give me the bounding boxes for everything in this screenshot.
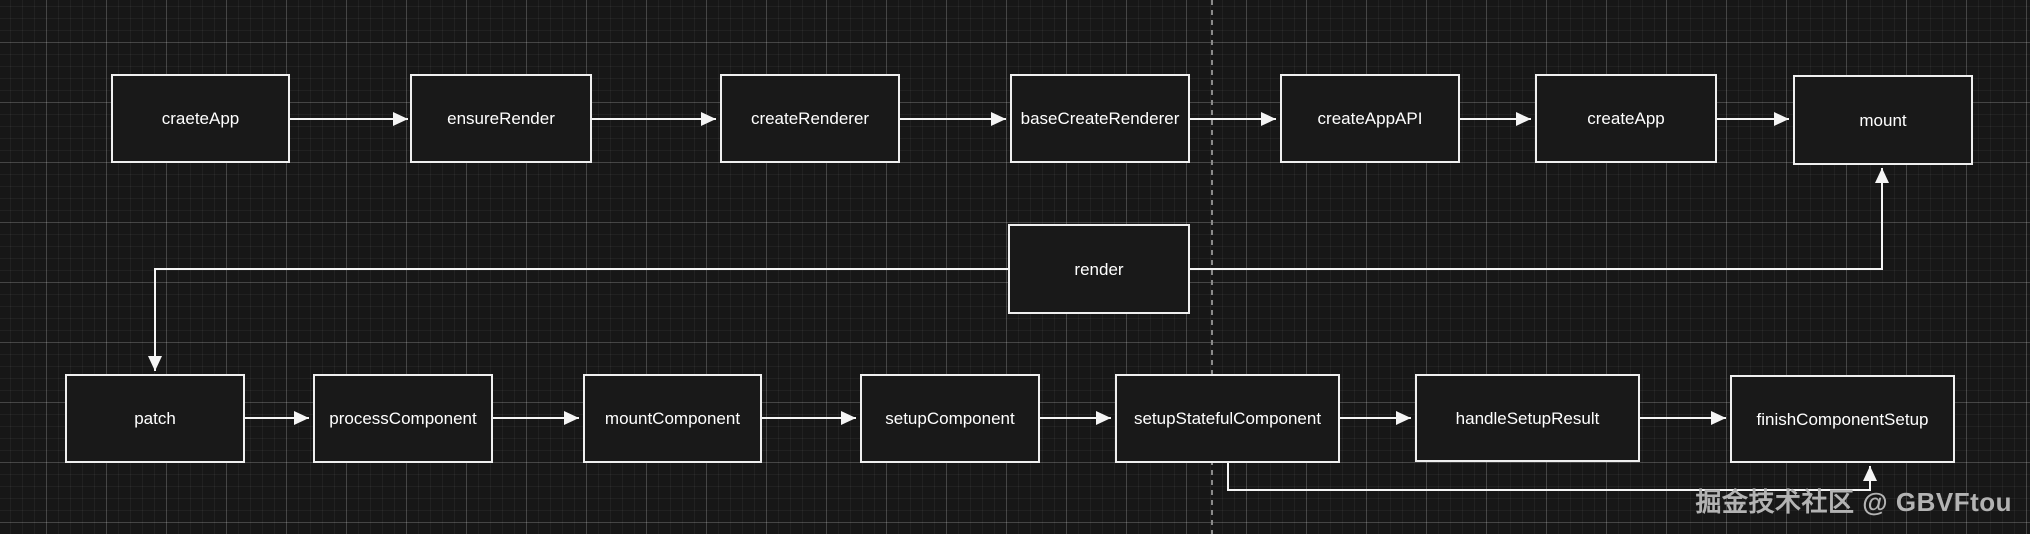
node-createrenderer: createRenderer [720,74,900,163]
node-processcomponent: processComponent [313,374,493,463]
node-createappapi: createAppAPI [1280,74,1460,163]
edge-render-patch [148,268,1008,371]
node-basecreaterenderer: baseCreateRenderer [1010,74,1190,163]
node-handlesetupresult: handleSetupResult [1415,374,1640,462]
node-setupstatefulcomponent: setupStatefulComponent [1115,374,1340,463]
edge-render-mount [1190,168,1889,270]
node-ensurerender: ensureRender [410,74,592,163]
node-createapp: createApp [1535,74,1717,163]
node-patch: patch [65,374,245,463]
node-mountcomponent: mountComponent [583,374,762,463]
node-render: render [1008,224,1190,314]
node-finishcomponentsetup: finishComponentSetup [1730,375,1955,463]
juejin-watermark: 掘金技术社区 @ GBVFtou [1695,487,2012,517]
edge-setupstatefulcomponent-finishcomponentsetup [1227,463,1877,491]
node-mount: mount [1793,75,1973,165]
node-setupcomponent: setupComponent [860,374,1040,463]
node-craeteapp: craeteApp [111,74,290,163]
